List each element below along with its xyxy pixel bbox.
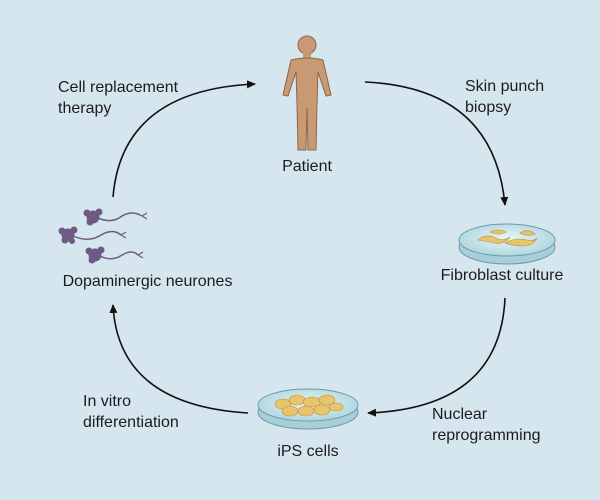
node-label-ips-cells: iPS cells	[277, 443, 339, 460]
node-label-fibroblast-culture: Fibroblast culture	[440, 267, 564, 284]
neurone-cluster-icon	[58, 208, 148, 264]
step-label-cell-replacement-therapy: Cell replacement therapy	[58, 79, 179, 117]
step-label-skin-punch-biopsy: Skin punch biopsy	[465, 78, 545, 116]
fibroblast-dish-icon	[458, 223, 556, 265]
arrow-differentiation	[109, 304, 249, 414]
arrow-reprogramming	[367, 297, 506, 417]
ips-dish-icon	[257, 388, 359, 430]
patient-figure	[282, 35, 332, 151]
arrow-biopsy	[364, 81, 509, 206]
node-label-patient: Patient	[282, 158, 332, 175]
step-label-in-vitro-differentiation: In vitro differentiation	[83, 393, 179, 431]
step-label-nuclear-reprogramming: Nuclear reprogramming	[432, 406, 541, 444]
node-label-dopaminergic-neurones: Dopaminergic neurones	[62, 273, 233, 290]
arrow-cell-replacement	[112, 80, 256, 198]
